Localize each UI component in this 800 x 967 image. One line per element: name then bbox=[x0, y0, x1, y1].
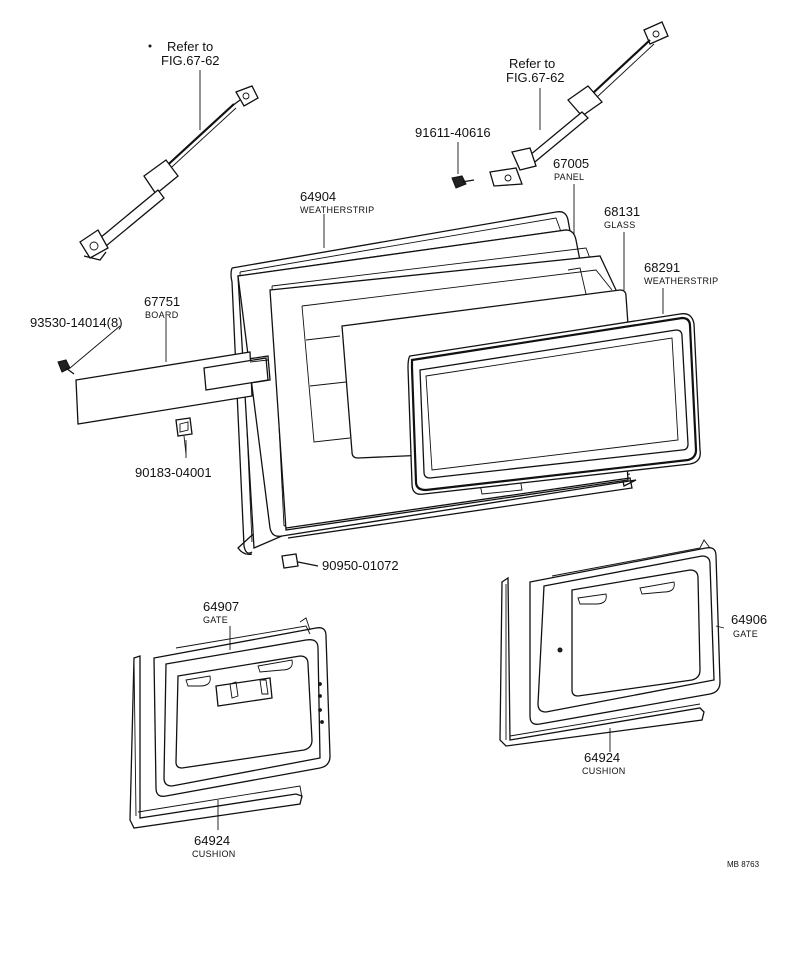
label-64906-name: GATE bbox=[733, 629, 758, 639]
drawing-code: MB 8763 bbox=[727, 860, 760, 869]
cushion-64924-right bbox=[499, 576, 705, 747]
label-93530-number: 93530-14014(8) bbox=[30, 315, 123, 330]
label-64904-name: WEATHERSTRIP bbox=[300, 205, 374, 215]
left-refer-label-line1: Refer to bbox=[167, 39, 213, 54]
bumper-90950 bbox=[281, 553, 319, 569]
label-67005-name: PANEL bbox=[554, 172, 584, 182]
label-67751-name: BOARD bbox=[145, 310, 179, 320]
cushion-64924-left bbox=[129, 655, 303, 829]
label-64924-right-name: CUSHION bbox=[582, 766, 626, 776]
clip-90183 bbox=[175, 417, 193, 455]
label-64924-right-number: 64924 bbox=[584, 750, 620, 765]
label-64907-name: GATE bbox=[203, 615, 228, 625]
right-refer-label-line2: FIG.67-62 bbox=[506, 70, 565, 85]
board-67751 bbox=[75, 351, 269, 425]
label-90183-number: 90183-04001 bbox=[135, 465, 212, 480]
label-90950-number: 90950-01072 bbox=[322, 558, 399, 573]
bolt-91611 bbox=[451, 142, 475, 189]
label-68291-name: WEATHERSTRIP bbox=[644, 276, 718, 286]
label-68291-number: 68291 bbox=[644, 260, 680, 275]
label-68131-name: GLASS bbox=[604, 220, 636, 230]
left-gas-strut bbox=[79, 85, 259, 261]
label-67751-number: 67751 bbox=[144, 294, 180, 309]
weatherstrip-68291 bbox=[407, 313, 701, 495]
right-refer-label-line1: Refer to bbox=[509, 56, 555, 71]
label-64924-left-number: 64924 bbox=[194, 833, 230, 848]
label-64924-left-name: CUSHION bbox=[192, 849, 236, 859]
label-67005-number: 67005 bbox=[553, 156, 589, 171]
right-gas-strut bbox=[489, 21, 669, 187]
label-64906-number: 64906 bbox=[731, 612, 767, 627]
label-91611-number: 91611-40616 bbox=[415, 125, 491, 140]
gate-64906 bbox=[529, 539, 721, 725]
label-64907-number: 64907 bbox=[203, 599, 239, 614]
label-64904-number: 64904 bbox=[300, 189, 336, 204]
leader-lines bbox=[69, 184, 725, 830]
gate-64907 bbox=[153, 617, 331, 797]
label-68131-number: 68131 bbox=[604, 204, 640, 219]
left-refer-label-line2: FIG.67-62 bbox=[161, 53, 220, 68]
